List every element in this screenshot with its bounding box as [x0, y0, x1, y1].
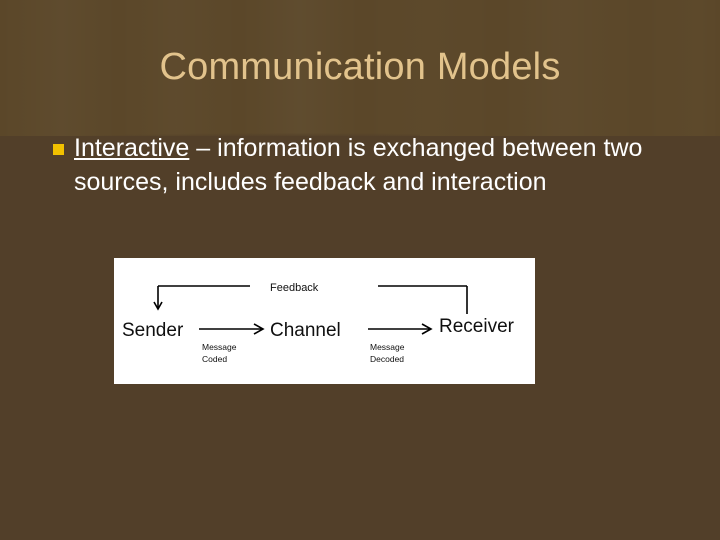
message-coded-line2: Coded	[202, 354, 227, 364]
message-decoded-line2: Decoded	[370, 354, 404, 364]
body-placeholder: Interactive – information is exchanged b…	[50, 131, 680, 199]
message-coded-line1: Message	[202, 342, 237, 352]
channel-to-receiver-arrowhead	[421, 323, 433, 335]
node-label-receiver: Receiver	[439, 316, 515, 337]
bullet-term: Interactive	[74, 134, 190, 162]
feedback-label: Feedback	[270, 282, 319, 294]
page-title: Communication Models	[159, 46, 561, 88]
bullet-text: Interactive – information is exchanged b…	[74, 134, 642, 196]
square-bullet-icon	[53, 144, 64, 155]
message-decoded-line1: Message	[370, 342, 405, 352]
bullet-definition: information is exchanged between two sou…	[74, 134, 643, 196]
feedback-arrowhead	[153, 301, 163, 311]
communication-model-image: Sender Channel Receiver Feedback Message…	[114, 258, 535, 384]
bullet-separator: –	[189, 134, 218, 162]
node-label-channel: Channel	[270, 320, 341, 341]
list-item: Interactive – information is exchanged b…	[50, 131, 680, 199]
sender-to-channel-arrowhead	[253, 323, 265, 335]
node-label-sender: Sender	[122, 320, 184, 341]
